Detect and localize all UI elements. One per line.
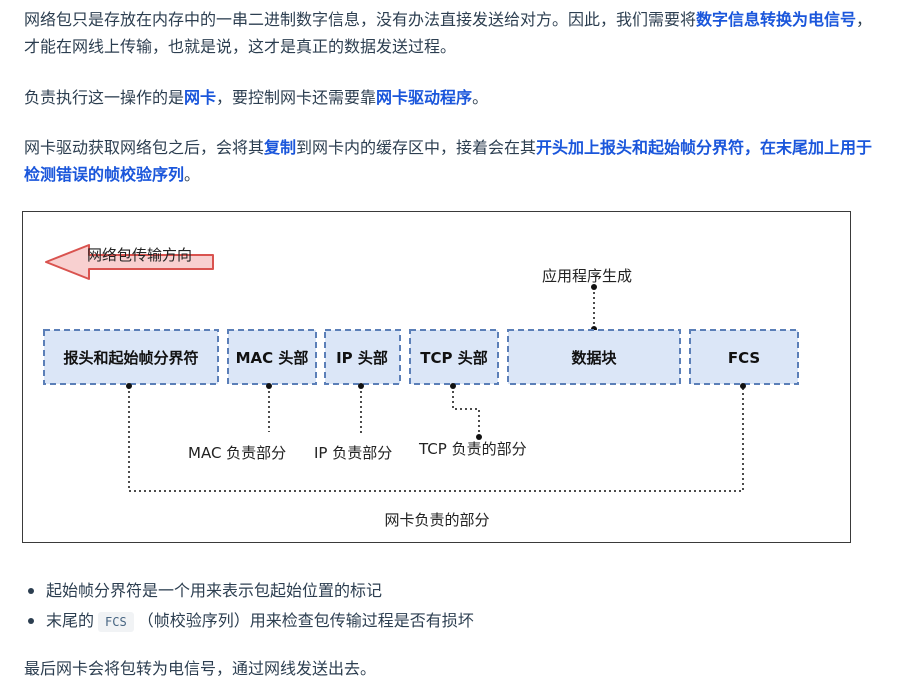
driver-emphasis-2: 开头加上报头和起始帧分界符，在末尾加上用于检测错误的帧校验序列 (24, 138, 873, 184)
nic-text-1: 负责执行这一操作的是 (24, 88, 185, 107)
frame-structure-diagram: 网络包传输方向 应用程序生成 报头和起始帧分界符 MAC 头部 IP 头部 TC… (22, 211, 851, 543)
box-data-block: 数据块 (507, 329, 681, 385)
driver-text-1: 网卡驱动获取网络包之后，会将其 (24, 138, 265, 157)
tcp-part-label: TCP 负责的部分 (418, 440, 527, 458)
intro-text-1: 网络包只是存放在内存中的一串二进制数字信息，没有办法直接发送给对方。因此，我们需… (24, 10, 697, 29)
note-preamble-text: 起始帧分界符是一个用来表示包起始位置的标记 (46, 581, 383, 600)
box-ip-header: IP 头部 (324, 329, 401, 385)
intro-emphasis: 数字信息转换为电信号 (696, 10, 857, 29)
note-fcs-text-2: （帧校验序列）用来检查包传输过程是否有损坏 (137, 611, 474, 630)
list-item: 起始帧分界符是一个用来表示包起始位置的标记 (24, 576, 474, 606)
driver-text-3: 。 (184, 165, 201, 184)
paragraph-intro: 网络包只是存放在内存中的一串二进制数字信息，没有办法直接发送给对方。因此，我们需… (24, 6, 874, 60)
nic-emphasis-2: 网卡驱动程序 (376, 88, 473, 107)
box-preamble: 报头和起始帧分界符 (43, 329, 219, 385)
tcp-connector-dot-end (476, 434, 482, 440)
direction-label: 网络包传输方向 (87, 246, 192, 264)
nic-text-2: ，要控制网卡还需要靠 (216, 88, 377, 107)
box-fcs-label: FCS (728, 349, 760, 367)
mac-part-label: MAC 负责部分 (188, 444, 286, 462)
box-fcs: FCS (689, 329, 799, 385)
fcs-inline-code: FCS (98, 612, 134, 632)
box-mac-header: MAC 头部 (227, 329, 317, 385)
paragraph-driver: 网卡驱动获取网络包之后，会将其复制到网卡内的缓存区中，接着会在其开头加上报头和起… (24, 134, 874, 188)
nic-emphasis-1: 网卡 (184, 88, 217, 107)
nic-connector-dot-right (740, 383, 746, 389)
tcp-connector-line (452, 386, 480, 436)
paragraph-nic: 负责执行这一操作的是网卡，要控制网卡还需要靠网卡驱动程序。 (24, 84, 874, 111)
driver-text-2: 到网卡内的缓存区中，接着会在其 (296, 138, 537, 157)
nic-part-label: 网卡负责的部分 (384, 511, 489, 529)
box-tcp-label: TCP 头部 (420, 349, 487, 367)
box-ip-label: IP 头部 (336, 349, 388, 367)
ip-part-label: IP 负责部分 (314, 444, 392, 462)
app-generated-label: 应用程序生成 (542, 267, 632, 285)
box-mac-label: MAC 头部 (236, 349, 309, 367)
box-data-label: 数据块 (571, 349, 617, 367)
intro-text-2: ，才能在网线上传输，也就是说，这才是真正的数据发送过程。 (24, 10, 873, 56)
diagram-canvas: 网络包传输方向 应用程序生成 报头和起始帧分界符 MAC 头部 IP 头部 TC… (43, 244, 799, 529)
box-tcp-header: TCP 头部 (409, 329, 499, 385)
nic-bracket-line (128, 386, 744, 492)
note-fcs-text-1: 末尾的 (46, 611, 95, 630)
paragraph-final: 最后网卡会将包转为电信号，通过网线发送出去。 (24, 659, 377, 678)
box-preamble-label: 报头和起始帧分界符 (63, 349, 198, 367)
direction-arrow-icon (45, 244, 214, 280)
nic-text-3: 。 (472, 88, 489, 107)
driver-emphasis-1: 复制 (264, 138, 297, 157)
